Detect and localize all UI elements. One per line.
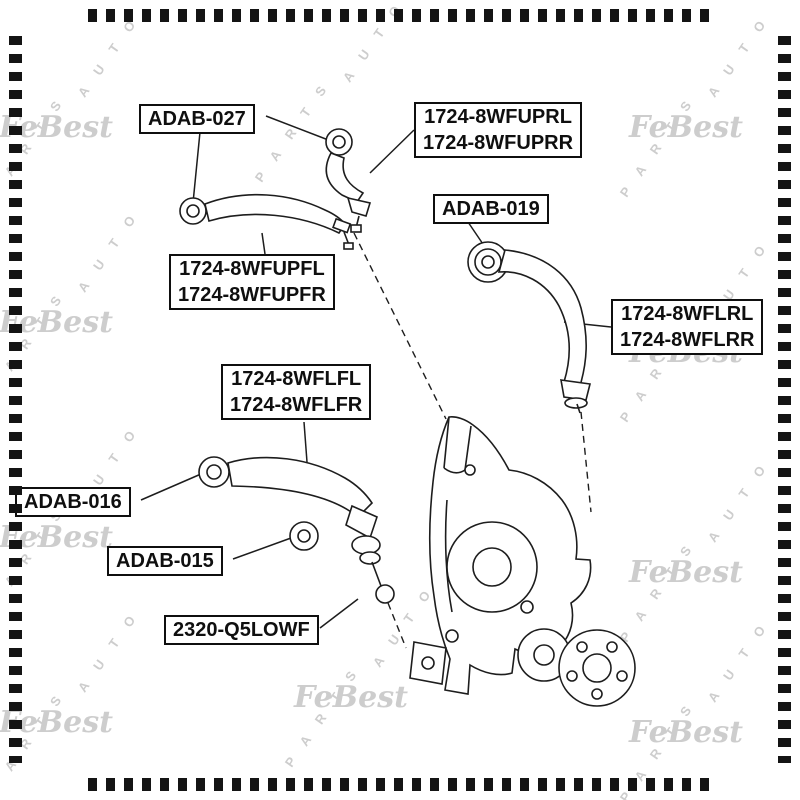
bushing-adab-019-drawing [467,241,509,283]
part-number: ADAB-015 [116,550,214,572]
border-bottom [88,778,710,791]
part-label-2320-q5lowf: 2320-Q5LOWF [164,615,319,645]
upper-front-control-arm-drawing [179,193,354,250]
part-number: 1724-8WFUPRR [423,132,574,154]
border-top [88,9,710,22]
wheel-hub-bearing-drawing [517,628,636,707]
border-right [778,36,791,763]
part-label-adab-015: ADAB-015 [107,546,223,576]
part-label-1724-8wfupf: 1724-8WFUPFL 1724-8WFUPFR [169,254,335,310]
part-label-adab-016: ADAB-016 [15,487,131,517]
lower-front-control-arm-drawing [198,456,395,604]
upper-rear-control-arm-drawing [325,128,372,233]
part-number: 1724-8WFLRL [621,303,754,325]
steering-knuckle-drawing [409,416,592,695]
part-number: 1724-8WFLRR [620,329,755,351]
part-number: 1724-8WFUPFR [178,284,326,306]
leader-lines [140,115,612,629]
part-number: 1724-8WFLFR [230,394,363,416]
border-left [9,36,22,763]
part-number: 1724-8WFUPRL [424,106,572,128]
part-number: ADAB-019 [442,198,540,220]
part-number: 1724-8WFLFL [231,368,362,390]
part-number: 2320-Q5LOWF [173,619,310,641]
part-label-1724-8wflr: 1724-8WFLRL 1724-8WFLRR [611,299,764,355]
part-label-1724-8wfupr: 1724-8WFUPRL 1724-8WFUPRR [414,102,583,158]
part-number: ADAB-027 [148,108,246,130]
part-label-1724-8wflf: 1724-8WFLFL 1724-8WFLFR [221,364,372,420]
assembly-dashed-lines [353,232,592,649]
part-label-adab-027: ADAB-027 [139,104,255,134]
part-number: 1724-8WFUPFL [179,258,325,280]
part-label-adab-019: ADAB-019 [433,194,549,224]
part-number: ADAB-016 [24,491,122,513]
lower-rear-control-arm-drawing [497,249,591,414]
